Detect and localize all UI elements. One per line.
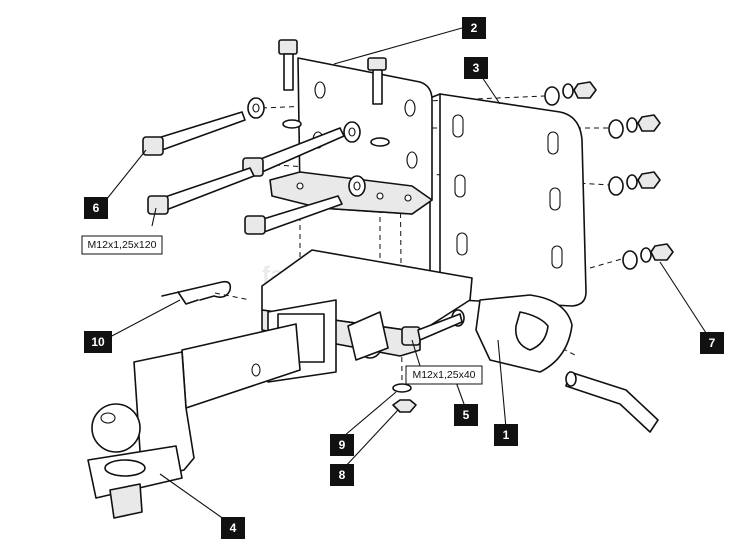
hitch-receiver [261,249,473,383]
svg-text:2: 2 [471,21,478,35]
svg-text:7: 7 [709,336,716,350]
svg-text:1: 1 [503,428,510,442]
svg-text:8: 8 [339,468,346,482]
spec-label-long-bolt: M12x1,25x120 [81,235,163,255]
callout-1: 1 [494,424,518,446]
nut-8 [392,399,417,413]
svg-text:5: 5 [463,408,470,422]
washer-9 [392,383,412,393]
nut-washer-set-1 [544,81,597,106]
ball-mount [87,323,301,519]
callout-8: 8 [330,464,354,486]
svg-text:9: 9 [339,438,346,452]
svg-text:4: 4 [230,521,237,535]
svg-text:M12x1,25x120: M12x1,25x120 [88,239,157,251]
short-bolt [401,313,463,346]
pin-clip [161,280,232,305]
vertical-bolt-left [278,39,298,91]
spec-label-short-bolt: M12x1,25x40 [405,365,483,385]
nut-washer-set-3 [608,171,661,196]
callout-5: 5 [454,404,478,426]
callout-10: 10 [84,331,112,353]
washers-bracket [247,97,390,197]
svg-text:M12x1,25x40: M12x1,25x40 [412,369,475,381]
nut-washer-set-2 [608,114,661,139]
callout-3: 3 [464,57,488,79]
long-bolt-top [142,111,246,156]
leader-lines [101,27,709,523]
nut-washer-set-4 [622,243,674,270]
long-bolt-lower [147,167,255,215]
callout-9: 9 [330,434,354,456]
svg-text:10: 10 [91,335,105,349]
callout-4: 4 [221,517,245,539]
callout-2: 2 [462,17,486,39]
callout-6: 6 [84,197,108,219]
callout-7: 7 [700,332,724,354]
long-bolt-bottom [244,195,343,235]
vertical-bolt-right [367,57,387,105]
svg-text:6: 6 [93,201,100,215]
svg-text:3: 3 [473,61,480,75]
hitch-pin-plate [475,294,659,433]
